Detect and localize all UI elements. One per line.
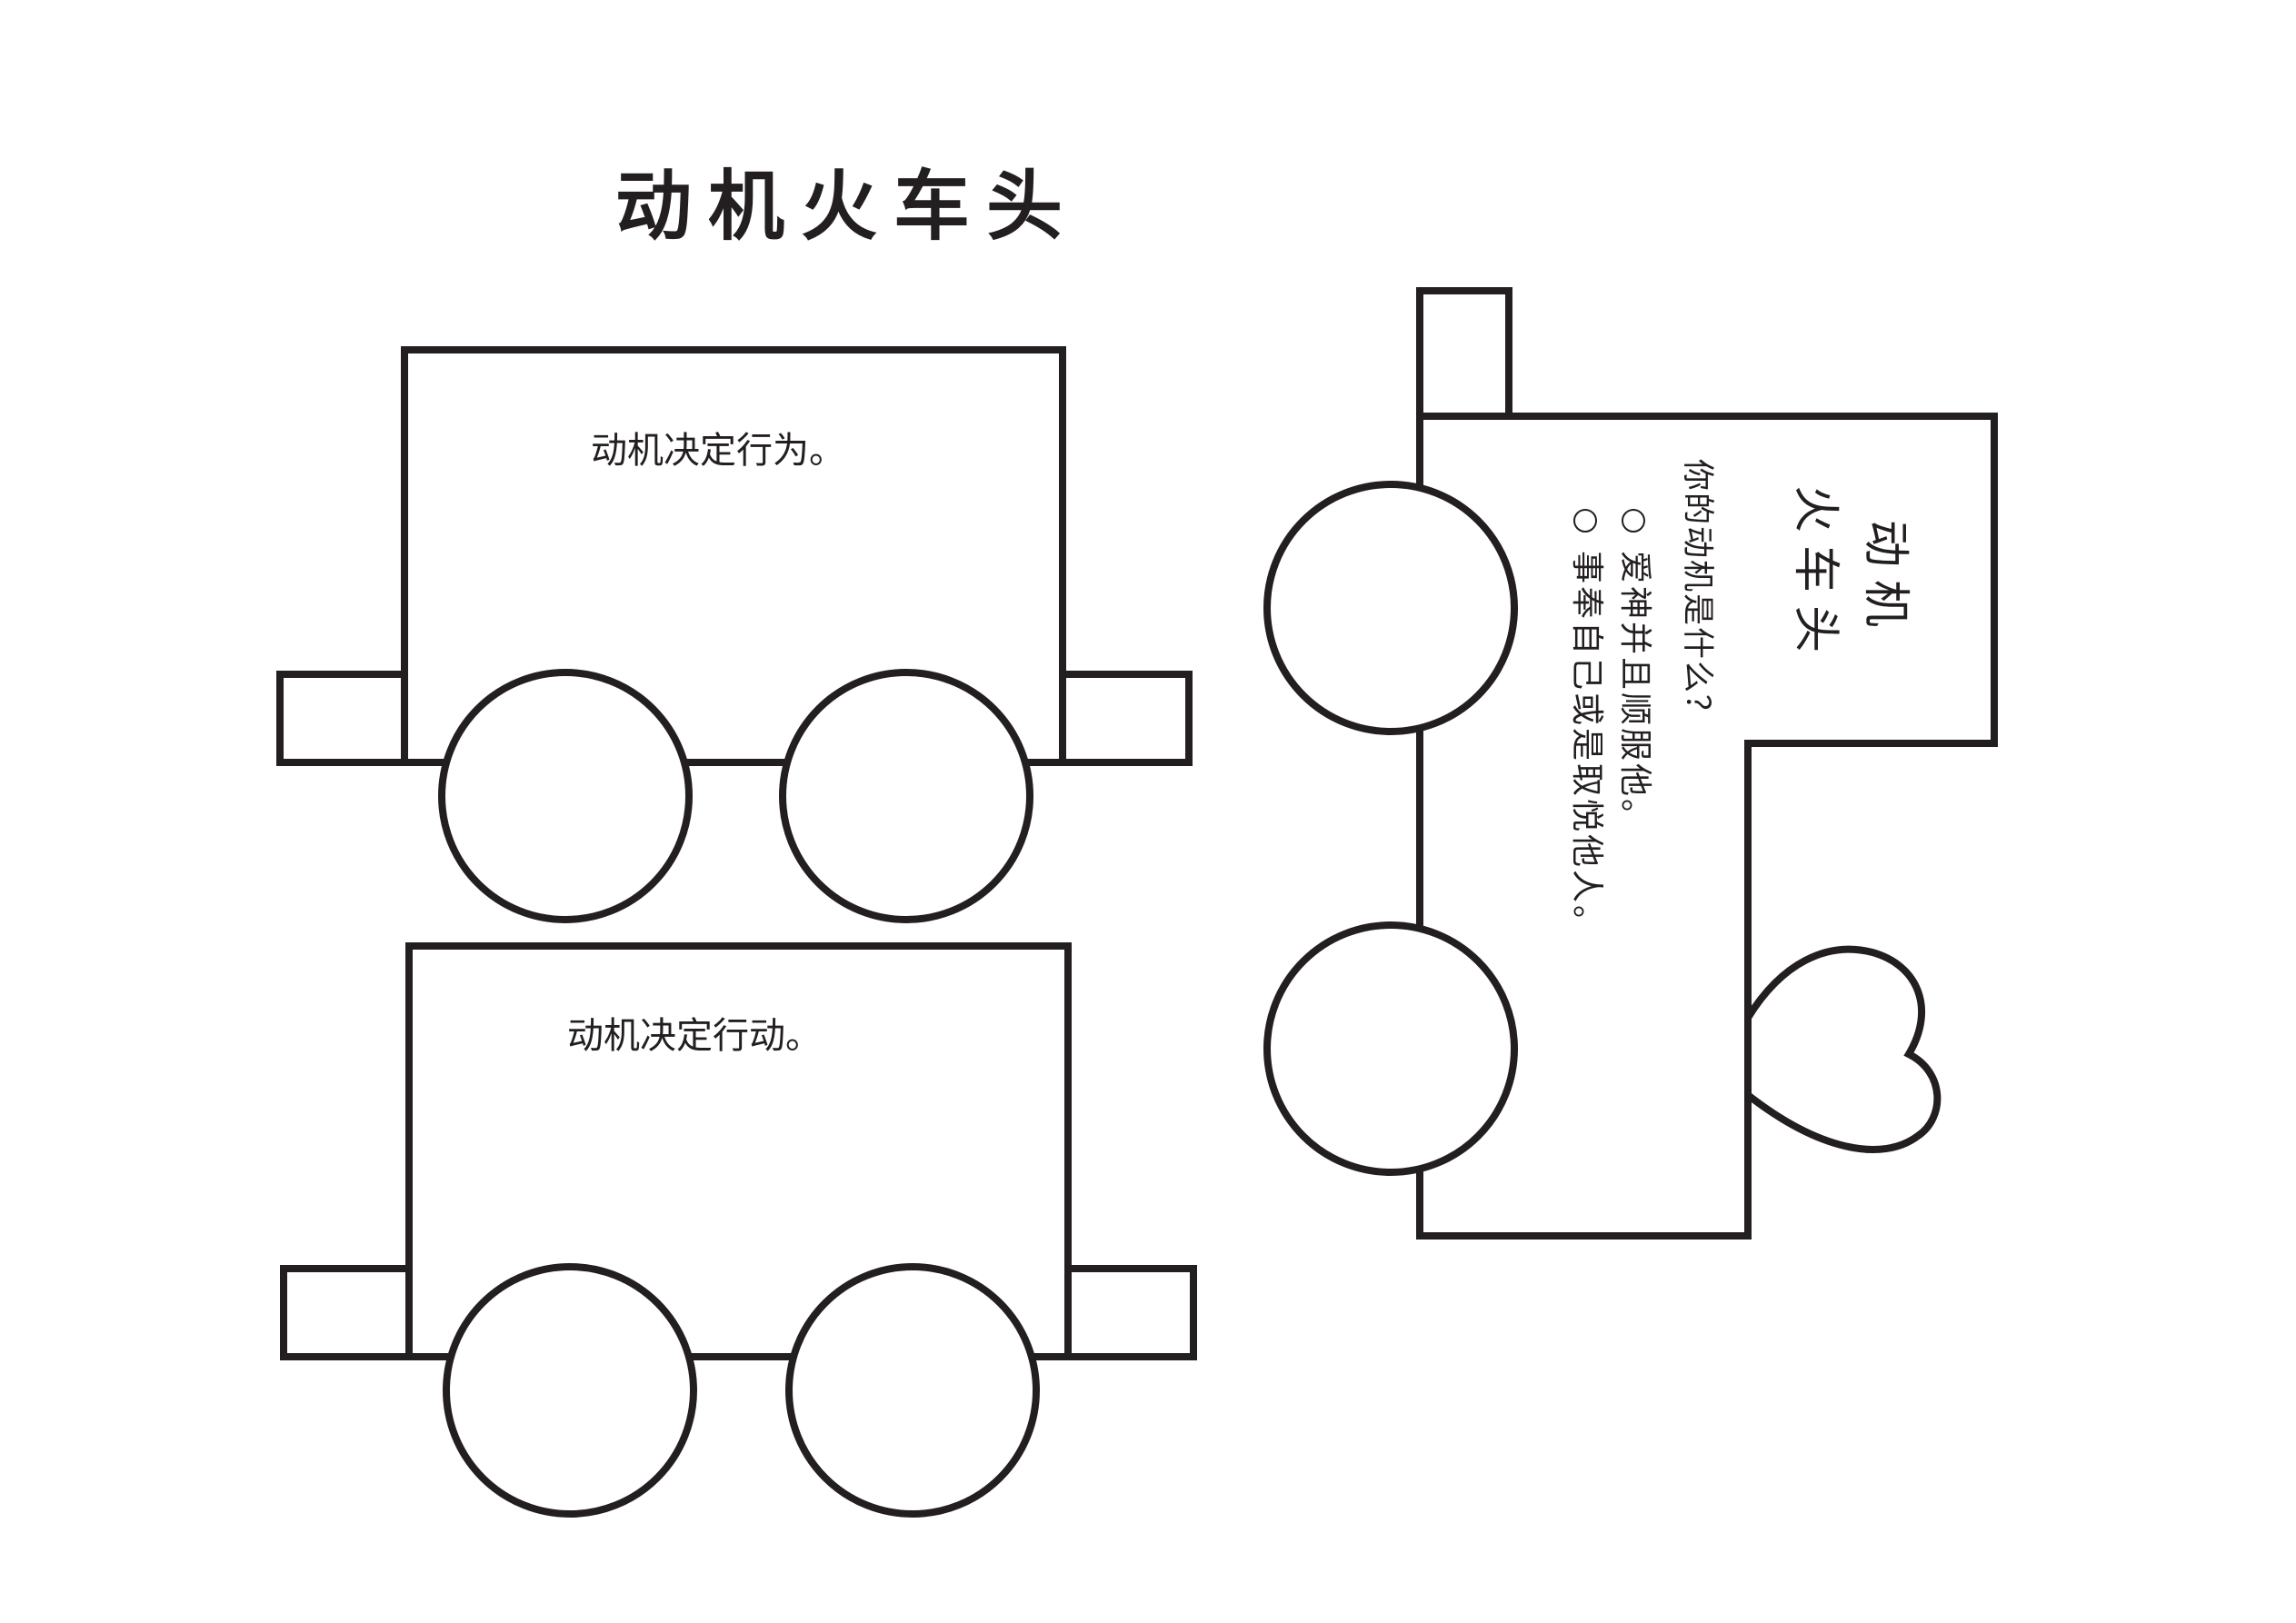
car-2-wheel-right	[785, 1263, 1040, 1518]
locomotive-body	[1416, 413, 1998, 1240]
locomotive-heading-line2: 火车头	[1788, 485, 1842, 666]
locomotive-option-1: 爱神并且顺服他。	[1616, 509, 1653, 835]
car-1-wheel-right	[779, 669, 1033, 923]
bullet-circle-icon	[1573, 509, 1597, 533]
car-2-right-bumper	[1064, 1265, 1197, 1360]
car-2-wheel-left	[443, 1263, 697, 1518]
option-text: 事奉自己或是取悦他人。	[1568, 551, 1605, 941]
locomotive-chimney	[1416, 287, 1512, 420]
locomotive-question: 你的动机是什么？	[1679, 459, 1715, 729]
locomotive-heart	[1744, 945, 1942, 1153]
car-1-right-bumper	[1059, 671, 1193, 766]
car-2-caption: 动机决定行动。	[567, 1015, 822, 1057]
bullet-circle-icon	[1622, 509, 1645, 533]
option-text: 爱神并且顺服他。	[1616, 551, 1653, 835]
locomotive-wheel-bottom	[1263, 921, 1518, 1176]
page-title: 动机火车头	[615, 161, 1080, 251]
car-1-left-bumper	[276, 671, 408, 766]
car-1-wheel-left	[438, 669, 693, 923]
locomotive-heading-line1: 动机	[1858, 520, 1912, 641]
car-2-left-bumper	[280, 1265, 413, 1360]
locomotive-wheel-top	[1263, 481, 1518, 735]
locomotive-option-2: 事奉自己或是取悦他人。	[1568, 509, 1605, 941]
car-1-caption: 动机决定行为。	[591, 430, 845, 472]
